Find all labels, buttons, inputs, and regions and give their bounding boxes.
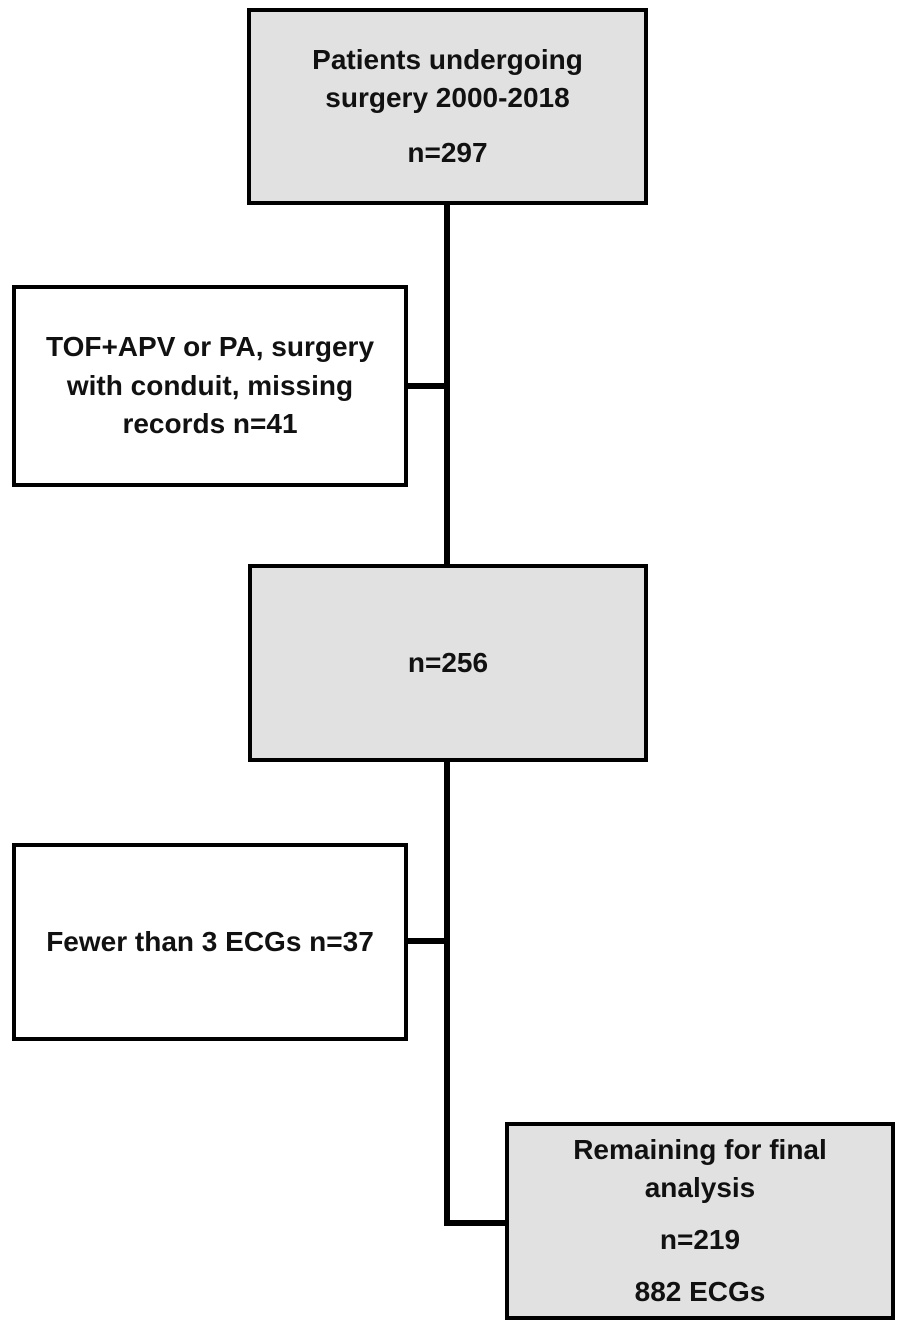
connector-branch-exclusion2 (408, 938, 447, 944)
box-count: n=219 (659, 1224, 741, 1255)
flow-box-exclusion-tof-apv: TOF+APV or PA, surgery with conduit, mis… (12, 285, 408, 487)
connector-start-to-cohort (444, 205, 450, 564)
box-text: Fewer than 3 ECGs n=37 (46, 925, 374, 957)
flow-box-final-analysis: Remaining for final analysis n=219 882 E… (505, 1122, 895, 1320)
flow-box-cohort-n256: n=256 (248, 564, 648, 762)
box-title: Remaining for final analysis (573, 1133, 827, 1204)
flow-box-exclusion-fewer-ecgs: Fewer than 3 ECGs n=37 (12, 843, 408, 1041)
connector-elbow-final (444, 1220, 505, 1226)
box-text: TOF+APV or PA, surgery with conduit, mis… (45, 331, 375, 440)
connector-cohort-to-final (444, 762, 450, 1226)
box-title: Patients undergoing surgery 2000-2018 (312, 43, 583, 114)
box-count: n=297 (407, 136, 488, 168)
box-count: n=256 (407, 646, 489, 678)
box-extra: 882 ECGs (634, 1275, 766, 1307)
connector-branch-exclusion1 (408, 383, 447, 389)
flow-box-patients-undergoing-surgery: Patients undergoing surgery 2000-2018 n=… (247, 8, 648, 205)
